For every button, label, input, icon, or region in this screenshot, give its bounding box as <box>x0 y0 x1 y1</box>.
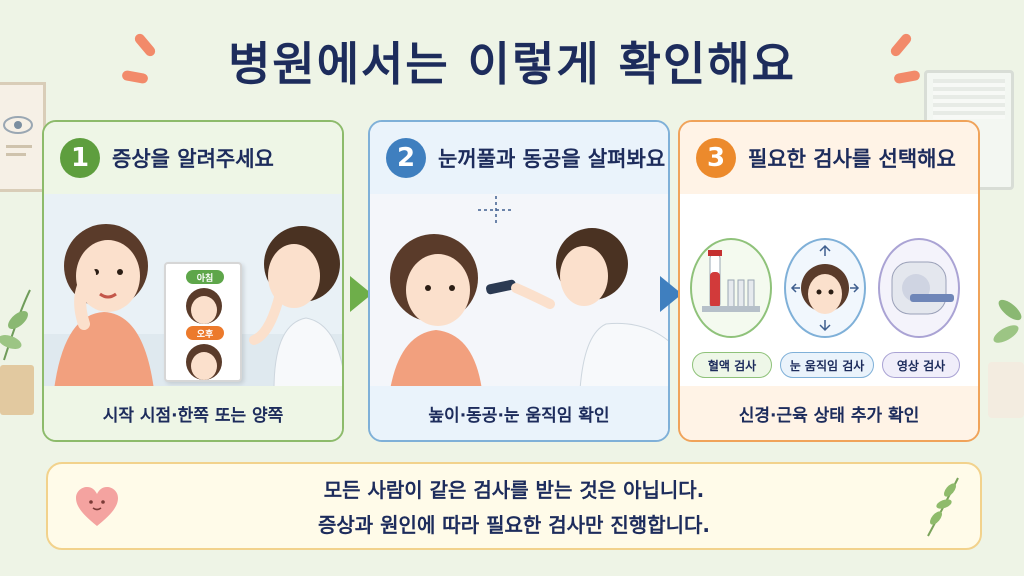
heart-icon <box>76 487 118 526</box>
note-line-2: 증상과 원인에 따라 필요한 검사만 진행합니다. <box>317 513 710 537</box>
info-note: 모든 사람이 같은 검사를 받는 것은 아닙니다. 증상과 원인에 따라 필요한… <box>46 462 982 550</box>
step-2-heading: 눈꺼풀과 동공을 살펴봐요 <box>438 147 666 171</box>
step-2-number: 2 <box>386 138 426 178</box>
imaging-test-label: 영상 검사 <box>882 352 960 378</box>
step-1-footer: 시작 시점·한쪽 또는 양쪽 <box>44 386 342 440</box>
photo-comparison-card: 아침 오후 <box>164 262 242 382</box>
step-3-card: 3 필요한 검사를 선택해요 <box>678 120 980 442</box>
test-tube-icon <box>702 250 760 312</box>
mri-scanner-icon <box>891 261 954 315</box>
eye-movement-test-circle <box>784 238 866 338</box>
step-3-header: 3 필요한 검사를 선택해요 <box>680 122 978 194</box>
page-title: 병원에서는 이렇게 확인해요 <box>228 37 796 91</box>
step-3-heading: 필요한 검사를 선택해요 <box>748 147 956 171</box>
face-morning-icon <box>186 288 222 324</box>
patient-doctor-illustration <box>44 224 342 390</box>
step-3-illustration: 혈액 검사 눈 움직임 검사 영상 검사 <box>680 194 978 390</box>
eye-chart-icon <box>3 116 33 156</box>
step-2-header: 2 눈꺼풀과 동공을 살펴봐요 <box>370 122 668 194</box>
wall-poster <box>0 82 46 192</box>
step-2-illustration <box>370 194 668 390</box>
step-2-card: 2 눈꺼풀과 동공을 살펴봐요 높이·동공·눈 움직임 확인 <box>368 120 670 442</box>
face-afternoon-icon <box>186 344 222 380</box>
step-2-footer: 높이·동공·눈 움직임 확인 <box>370 386 668 440</box>
arrow-right-icon <box>660 276 682 312</box>
photo-tag-morning: 아침 <box>186 270 224 284</box>
leaf-sprig-icon <box>927 477 959 537</box>
eye-exam-illustration <box>390 196 668 390</box>
blood-test-circle <box>690 238 772 338</box>
face-eye-movement-icon <box>790 244 860 332</box>
step-1-number: 1 <box>60 138 100 178</box>
plant-left-icon <box>0 289 34 415</box>
photo-tag-afternoon: 오후 <box>186 326 224 340</box>
step-1-card: 1 증상을 알려주세요 아침 오후 <box>42 120 344 442</box>
imaging-test-circle <box>878 238 960 338</box>
step-1-header: 1 증상을 알려주세요 <box>44 122 342 194</box>
eye-movement-test-label: 눈 움직임 검사 <box>780 352 874 378</box>
note-line-1: 모든 사람이 같은 검사를 받는 것은 아닙니다. <box>323 478 705 502</box>
blood-test-label: 혈액 검사 <box>692 352 772 378</box>
arrow-right-icon <box>350 276 372 312</box>
step-3-footer: 신경·근육 상태 추가 확인 <box>680 386 978 440</box>
step-1-illustration: 아침 오후 <box>44 194 342 390</box>
step-3-number: 3 <box>696 138 736 178</box>
plant-right-icon <box>988 299 1024 418</box>
step-1-heading: 증상을 알려주세요 <box>112 147 274 171</box>
